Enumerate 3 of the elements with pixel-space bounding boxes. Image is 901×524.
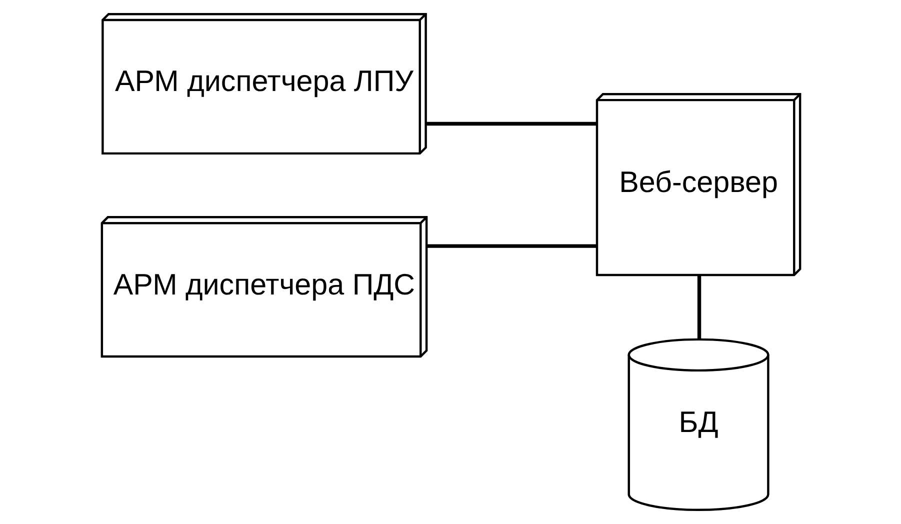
connector — [696, 275, 701, 340]
connector — [425, 122, 596, 126]
connector — [426, 244, 596, 248]
